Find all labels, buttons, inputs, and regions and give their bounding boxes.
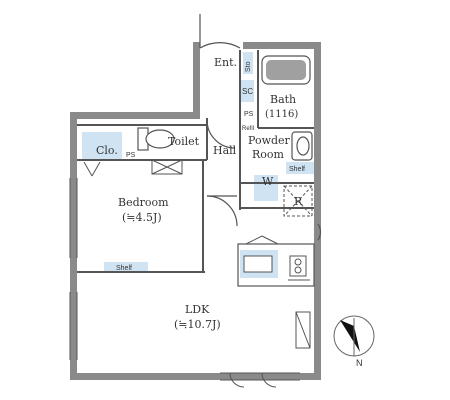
hall-door-swing	[206, 119, 236, 149]
label-ps-closet: PS	[126, 152, 136, 159]
compass-north-label: N	[356, 358, 363, 368]
wall-right	[314, 42, 321, 380]
closet-details	[83, 159, 183, 177]
label-closet: Clo.	[96, 144, 118, 157]
side-window-swing	[317, 223, 322, 241]
label-shoe-storage: Sto	[245, 61, 252, 72]
kitchen-counter	[237, 235, 315, 287]
compass-needle-icon	[340, 320, 360, 352]
wall-top-entrance	[193, 42, 200, 119]
wall-bottom	[70, 373, 321, 380]
label-bath-size: (1116)	[265, 109, 298, 120]
label-bedroom-size: (≒4.5J)	[122, 211, 162, 224]
label-ps-bath: PS	[244, 111, 254, 118]
wall-top-right	[243, 42, 321, 49]
label-powder: Powder	[248, 134, 291, 147]
wall-left	[70, 112, 77, 380]
label-ldk-size: (≒10.7J)	[174, 318, 221, 331]
label-refrigerator: R	[294, 195, 303, 208]
bedroom-shelf-fill	[104, 262, 148, 272]
wall-top-left-wing	[70, 112, 200, 119]
label-shelf-bedroom: Shelf	[116, 265, 132, 272]
compass: N	[333, 315, 375, 368]
washer-fill	[254, 175, 278, 201]
sc-fill	[240, 80, 254, 102]
refrigerator	[283, 185, 313, 217]
label-ldk: LDK	[185, 303, 210, 316]
label-hall: Hall	[213, 144, 237, 157]
windows	[69, 178, 300, 388]
bathtub	[261, 55, 311, 85]
closet-fill	[82, 132, 122, 160]
doors	[199, 14, 322, 241]
label-entrance: Ent.	[214, 56, 237, 69]
toilet-fixture	[137, 127, 175, 151]
interior-walls	[77, 50, 314, 273]
label-sc: SC	[242, 87, 253, 96]
bedroom-door-swing	[206, 195, 238, 227]
powder-sink	[291, 131, 313, 161]
label-refill: Refil	[242, 126, 254, 132]
exterior-walls	[70, 42, 321, 380]
label-washer: W	[262, 175, 274, 188]
label-powder-room: Room	[252, 148, 285, 161]
entrance-door-swing	[199, 42, 241, 49]
ldk-wall-unit	[295, 311, 311, 349]
label-toilet: Toilet	[168, 135, 200, 148]
powder-vanity-fill	[286, 162, 314, 174]
label-bedroom: Bedroom	[118, 196, 169, 209]
label-shelf-powder: Shelf	[289, 166, 305, 173]
shoe-storage-fill	[243, 52, 253, 74]
label-bath: Bath	[270, 93, 296, 106]
